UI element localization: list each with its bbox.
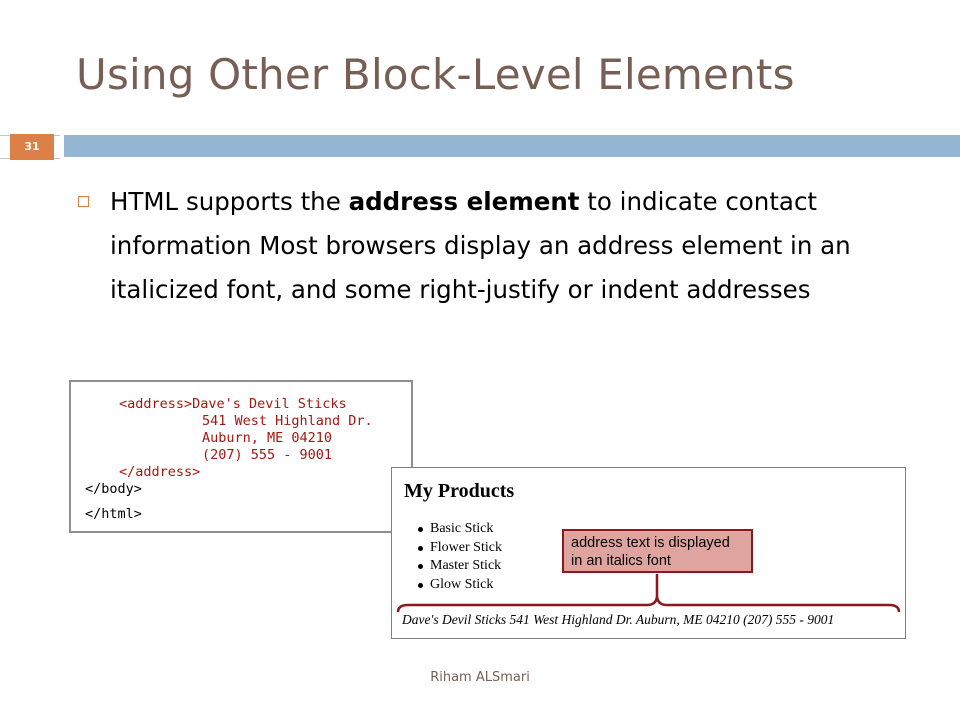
slide-number-badge: 31 <box>10 134 54 160</box>
code-line-address-open: <address>Dave's Devil Sticks <box>119 396 347 412</box>
code-line-html-close: </html> <box>85 506 142 522</box>
bullet-text-part1: HTML supports the <box>110 187 349 216</box>
footer-author: Riham ALSmari <box>430 670 530 685</box>
bullet-text: HTML supports the address element to ind… <box>110 180 870 312</box>
list-item: Master Stick <box>416 557 502 576</box>
code-line-street: 541 West Highland Dr. <box>202 413 373 429</box>
curly-brace-icon <box>396 574 901 613</box>
code-line-body-close: </body> <box>85 481 142 497</box>
header-bar-right <box>64 135 960 157</box>
list-item: Glow Stick <box>416 576 502 595</box>
address-output-text: Dave's Devil Sticks 541 West Highland Dr… <box>402 612 835 627</box>
list-item: Flower Stick <box>416 539 502 558</box>
callout-line-1: address text is displayed <box>571 535 730 551</box>
product-list: Basic Stick Flower Stick Master Stick Gl… <box>416 520 502 594</box>
bullet-text-part2: to indicate contact information Most bro… <box>110 187 851 304</box>
code-line-city: Auburn, ME 04210 <box>202 430 333 446</box>
slide-title: Using Other Block-Level Elements <box>76 50 795 99</box>
output-heading: My Products <box>404 480 515 502</box>
bullet-text-bold: address element <box>348 187 580 216</box>
code-line-phone: (207) 555 - 9001 <box>202 447 333 463</box>
code-line-address-close: </address> <box>119 464 201 480</box>
code-figure: <address>Dave's Devil Sticks 541 West Hi… <box>69 380 413 533</box>
browser-output-figure: My Products Basic Stick Flower Stick Mas… <box>391 467 906 639</box>
callout-line-2: in an italics font <box>571 553 671 569</box>
list-item: Basic Stick <box>416 520 502 539</box>
callout-box: address text is displayed in an italics … <box>562 529 753 573</box>
bullet-square-icon <box>78 196 89 207</box>
